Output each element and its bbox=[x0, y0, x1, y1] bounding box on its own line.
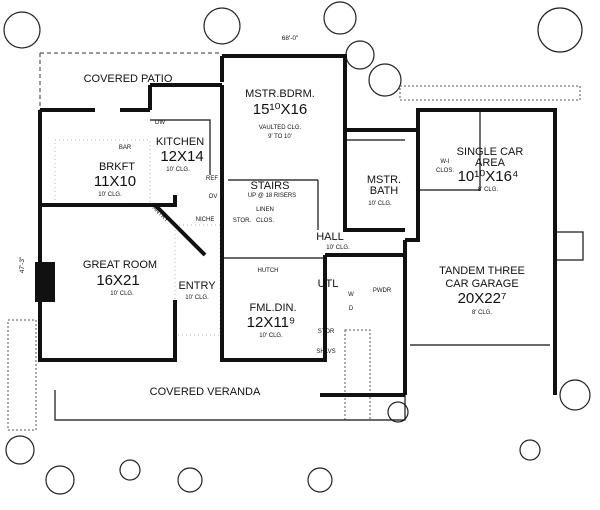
kitchen-label: KITCHEN bbox=[156, 136, 204, 148]
walls bbox=[35, 52, 584, 421]
niche-label: NICHE bbox=[196, 217, 215, 223]
master-bath-label: MSTR. bbox=[367, 174, 401, 186]
breakfast-ceiling: 10' CLG. bbox=[98, 192, 122, 198]
single-car-size: 10¹⁰X16⁴ bbox=[458, 168, 519, 185]
entry-ceiling: 10' CLG. bbox=[185, 295, 209, 301]
great-room-label: GREAT ROOM bbox=[83, 259, 157, 271]
single-car-label-2: AREA bbox=[475, 157, 506, 169]
stairs-note: UP @ 18 RISERS bbox=[248, 193, 296, 199]
breakfast-label: BRKFT bbox=[99, 161, 135, 173]
single-car-label: SINGLE CAR bbox=[457, 146, 524, 158]
garage-label-2: CAR GARAGE bbox=[445, 278, 518, 290]
walk-in-closet-label: W-I bbox=[440, 159, 450, 165]
single-car-ceiling: 8' CLG. bbox=[478, 187, 498, 193]
garage-ceiling: 8' CLG. bbox=[472, 310, 492, 316]
washer-label: W bbox=[348, 292, 354, 298]
covered-patio-label: COVERED PATIO bbox=[84, 73, 173, 85]
bar-label: BAR bbox=[119, 145, 132, 151]
dryer-label: D bbox=[349, 306, 354, 312]
formal-dining-label: FML.DIN. bbox=[249, 302, 296, 314]
storage-label: STOR. bbox=[233, 218, 252, 224]
tile-hatching bbox=[54, 139, 221, 336]
width-dimension: 68'-0" bbox=[282, 35, 299, 42]
master-bath-ceiling: 10' CLG. bbox=[368, 201, 392, 207]
hutch-label: HUTCH bbox=[258, 268, 279, 274]
master-bedroom-ceiling-height: 9' TO 10' bbox=[268, 134, 292, 140]
dishwasher-label: DW bbox=[155, 120, 165, 126]
oven-label: OV bbox=[209, 194, 218, 200]
master-bath-label-2: BATH bbox=[370, 185, 399, 197]
kitchen-size: 12X14 bbox=[160, 148, 203, 165]
great-room-size: 16X21 bbox=[96, 272, 139, 289]
covered-veranda-label: COVERED VERANDA bbox=[150, 386, 261, 398]
storage-label-2: STOR bbox=[318, 329, 335, 335]
master-bedroom-size: 15¹⁰X16 bbox=[253, 101, 307, 118]
landscaping bbox=[3, 1, 591, 495]
garage-size: 20X22⁷ bbox=[458, 290, 507, 307]
depth-dimension: 47'-3" bbox=[19, 256, 26, 273]
linen-closet-label: LINEN bbox=[256, 207, 274, 213]
hall-ceiling: 10' CLG. bbox=[326, 245, 350, 251]
great-room-ceiling: 10' CLG. bbox=[110, 291, 134, 297]
breakfast-size: 11X10 bbox=[94, 173, 136, 190]
kitchen-ceiling: 10' CLG. bbox=[166, 167, 190, 173]
shelves-label: SHLVS bbox=[316, 349, 335, 355]
powder-room-label: PWDR bbox=[373, 288, 392, 294]
master-bedroom-ceiling: VAULTED CLG. bbox=[259, 125, 302, 131]
master-bedroom-label: MSTR.BDRM. bbox=[245, 88, 315, 100]
utility-label: UTL bbox=[318, 278, 339, 290]
formal-dining-size: 12X11⁹ bbox=[247, 314, 296, 331]
linen-closet-label-2: CLOS. bbox=[256, 218, 274, 224]
stairs-label: STAIRS bbox=[251, 180, 290, 192]
walk-in-closet-label-2: CLOS. bbox=[436, 168, 454, 174]
refrigerator-label: REF bbox=[206, 176, 218, 182]
garage-label: TANDEM THREE bbox=[439, 265, 525, 277]
hall-label: HALL bbox=[316, 231, 344, 243]
formal-dining-ceiling: 10' CLG. bbox=[259, 333, 283, 339]
entry-label: ENTRY bbox=[178, 280, 216, 292]
